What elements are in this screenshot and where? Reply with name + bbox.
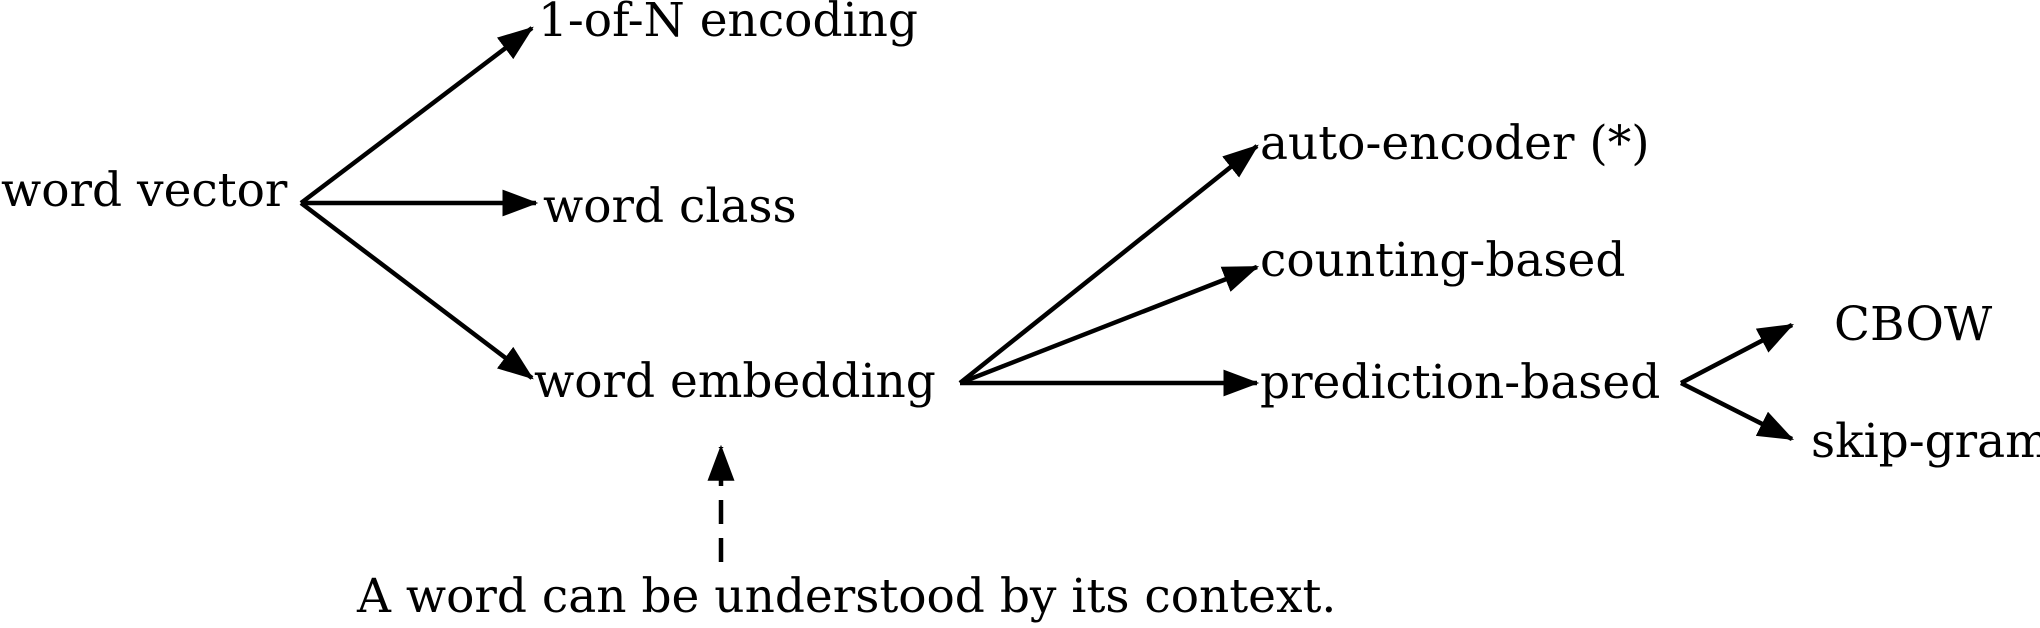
node-cbow: CBOW <box>1834 297 1993 352</box>
arrow-embedding-to-auto-encoder <box>958 144 1259 385</box>
node-word-class: word class <box>543 179 797 234</box>
node-prediction-based: prediction-based <box>1260 355 1661 410</box>
node-auto-encoder: auto-encoder (*) <box>1260 116 1650 171</box>
arrow-word-vector-to-one-of-n <box>299 26 534 205</box>
arrow-prediction-to-cbow <box>1679 323 1794 385</box>
arrow-prediction-to-skip-gram <box>1679 380 1795 442</box>
node-counting-based: counting-based <box>1260 233 1626 288</box>
node-skip-gram: skip-gram <box>1811 414 2040 469</box>
node-one-of-n-encoding: 1-of-N encoding <box>538 0 918 48</box>
arrow-word-vector-to-word-embedding <box>299 201 534 380</box>
arrow-embedding-to-counting-based <box>959 264 1260 386</box>
context-note: A word can be understood by its context. <box>357 569 1337 624</box>
node-word-vector: word vector <box>1 163 288 218</box>
node-word-embedding: word embedding <box>534 354 936 409</box>
